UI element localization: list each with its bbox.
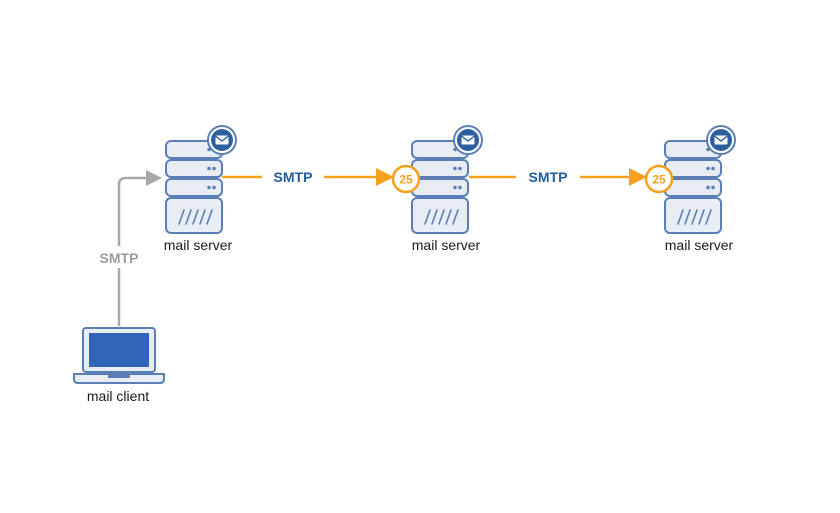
mail-envelope-icon (207, 125, 237, 155)
arrowhead-icon (376, 168, 394, 186)
port-number: 25 (399, 173, 413, 187)
server-label: mail server (665, 237, 734, 253)
arrowhead-icon (146, 170, 162, 186)
mail-server-1: mail server (164, 125, 237, 253)
port-badge: 25 (644, 164, 674, 194)
laptop-icon (73, 327, 165, 384)
server-icon (411, 140, 469, 234)
arrowhead-icon (629, 168, 647, 186)
smtp-label-1: SMTP (274, 169, 313, 185)
mail-server-2: 25 mail server (391, 125, 483, 253)
client-label: mail client (87, 388, 149, 404)
smtp-label-2: SMTP (529, 169, 568, 185)
server-icon (165, 140, 223, 234)
mail-server-3: 25 mail server (644, 125, 736, 253)
mail-envelope-icon (453, 125, 483, 155)
connection-client-to-server-1: SMTP (95, 170, 162, 326)
mail-envelope-icon (706, 125, 736, 155)
mail-client: mail client (73, 327, 165, 404)
smtp-label-client: SMTP (100, 250, 139, 266)
port-badge: 25 (391, 164, 421, 194)
port-number: 25 (652, 173, 666, 187)
connection-server-2-to-server-3: SMTP (469, 166, 647, 188)
server-icon (664, 140, 722, 234)
server-label: mail server (164, 237, 233, 253)
server-label: mail server (412, 237, 481, 253)
connection-server-1-to-server-2: SMTP (222, 166, 394, 188)
